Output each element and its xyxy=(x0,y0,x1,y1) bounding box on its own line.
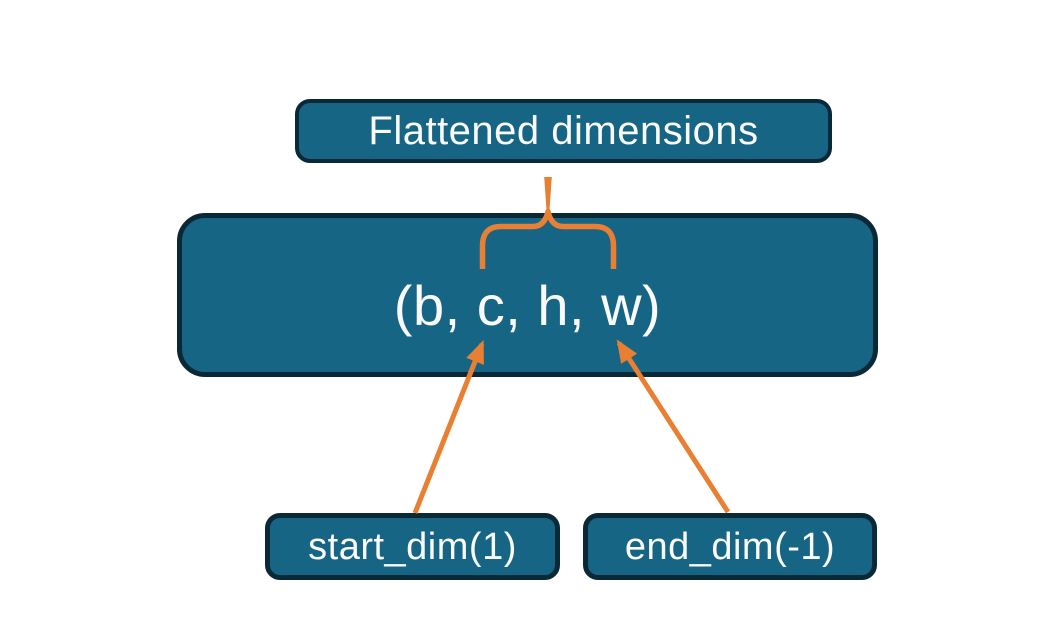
flattened-dimensions-label: Flattened dimensions xyxy=(368,109,759,153)
flattened-dimensions-box: Flattened dimensions xyxy=(295,99,832,163)
start-dim-label: start_dim(1) xyxy=(308,525,517,568)
tensor-shape-label: (b, c, h, w) xyxy=(393,274,662,337)
brace-stem xyxy=(544,177,552,214)
end-dim-box: end_dim(-1) xyxy=(583,513,877,580)
start-dim-box: start_dim(1) xyxy=(265,513,560,580)
tensor-shape-box: (b, c, h, w) xyxy=(177,213,878,377)
end-dim-label: end_dim(-1) xyxy=(624,525,836,568)
